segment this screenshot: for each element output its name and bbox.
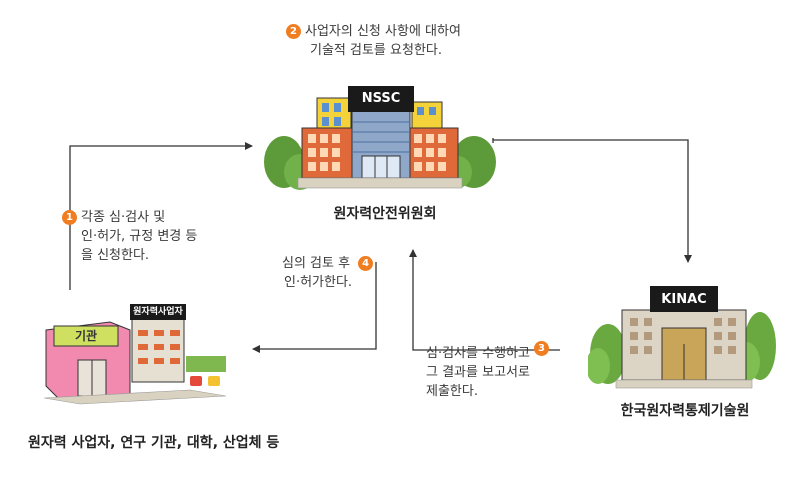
operators-label: 원자력 사업자, 연구 기관, 대학, 산업체 등: [28, 435, 280, 451]
arrow-step4: [252, 262, 377, 353]
kinac-building-illustration: [588, 286, 776, 389]
arrow-step2: [492, 138, 688, 262]
operators-sign-institution: 기관: [74, 329, 98, 343]
arrow-step1: [69, 142, 253, 290]
nssc-label: 원자력안전위원회: [333, 206, 437, 222]
step-2-badge: 2: [286, 24, 301, 39]
step-3-badge: 3: [534, 341, 549, 356]
nssc-sign: NSSC: [361, 91, 401, 106]
operators-sign-company: 원자력사업자: [133, 307, 183, 317]
step-3-text: 심·검사를 수행하고 3 그 결과를 보고서로 제출한다.: [426, 341, 549, 401]
nssc-building-illustration: [264, 86, 496, 190]
operators-building-illustration: [43, 304, 227, 405]
kinac-label: 한국원자력통제기술원: [620, 403, 750, 419]
step-4-badge: 4: [358, 256, 374, 271]
kinac-sign: KINAC: [661, 292, 707, 307]
step-1-badge: 1: [62, 210, 77, 225]
arrow-step3: [409, 249, 560, 351]
